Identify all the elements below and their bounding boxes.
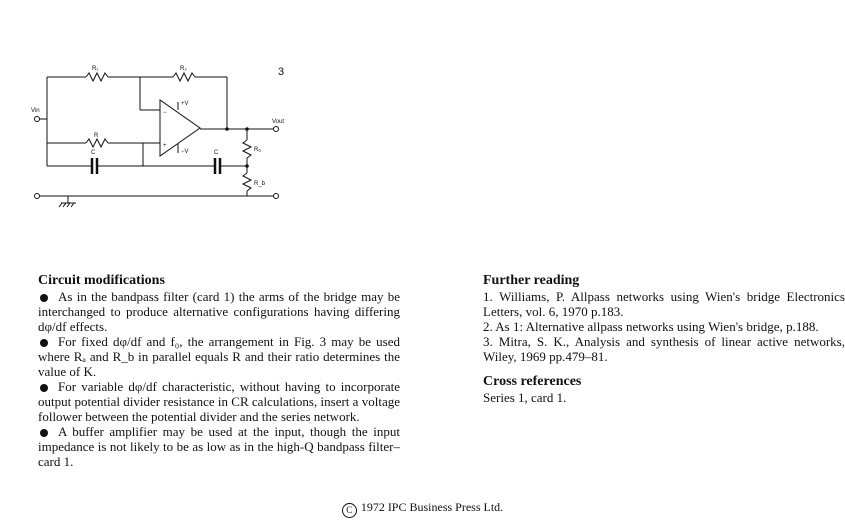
ground-terminal-left bbox=[34, 193, 40, 199]
further-reading-heading: Further reading bbox=[483, 273, 580, 288]
label-opamp-minus: − bbox=[163, 110, 167, 116]
copyright-icon: C bbox=[341, 503, 357, 518]
label-vin: Vin bbox=[31, 108, 40, 114]
bullet-icon bbox=[40, 338, 48, 347]
resistor-r2 bbox=[172, 71, 196, 83]
bullet-icon bbox=[40, 428, 48, 437]
bullet-icon bbox=[40, 383, 48, 392]
circuit-diagram: R₁ R₂ R C C Vin Vout +V −V Rₐ R_b − + 3 bbox=[31, 66, 284, 208]
cross-references-heading: Cross references bbox=[483, 374, 582, 389]
resistor-r bbox=[85, 137, 109, 149]
label-vout: Vout bbox=[272, 119, 284, 125]
label-minus-v: −V bbox=[181, 149, 189, 155]
resistor-r1 bbox=[85, 71, 109, 83]
label-ra: Rₐ bbox=[254, 147, 261, 153]
reference-item: 2. As 1: Alternative allpass networks us… bbox=[483, 319, 819, 334]
resistor-ra bbox=[241, 139, 253, 159]
circuit-modifications-heading: Circuit modifications bbox=[38, 273, 165, 288]
label-c1: C bbox=[91, 150, 96, 156]
label-c2: C bbox=[214, 150, 219, 156]
cross-references-text: Series 1, card 1. bbox=[483, 390, 567, 405]
modification-item: As in the bandpass filter (card 1) the a… bbox=[38, 289, 400, 334]
reference-item: 1. Williams, P. Allpass networks using W… bbox=[483, 289, 845, 319]
ground-terminal-right bbox=[273, 193, 279, 199]
op-amp bbox=[159, 99, 201, 157]
label-r1: R₁ bbox=[92, 66, 98, 72]
bullet-icon bbox=[40, 293, 48, 302]
figure-number: 3 bbox=[278, 66, 284, 78]
copyright-text: 1972 IPC Business Press Ltd. bbox=[360, 500, 504, 514]
label-r: R bbox=[94, 133, 99, 139]
modification-item: A buffer amplifier may be used at the in… bbox=[38, 424, 400, 469]
resistor-rb bbox=[241, 172, 253, 192]
label-plus-v: +V bbox=[181, 101, 189, 107]
circuit-modifications-section: Circuit modifications As in the bandpass… bbox=[38, 273, 400, 469]
modification-item: For variable dφ/df characteristic, witho… bbox=[38, 379, 400, 424]
label-opamp-plus: + bbox=[163, 143, 167, 149]
references-section: Further reading 1. Williams, P. Allpass … bbox=[483, 273, 845, 405]
vin-terminal bbox=[34, 116, 40, 122]
vout-terminal bbox=[273, 126, 279, 132]
label-r2: R₂ bbox=[180, 66, 187, 72]
label-rb: R_b bbox=[254, 181, 266, 187]
modification-item: For fixed dφ/df and f₀, the arrangement … bbox=[38, 334, 400, 379]
reference-item: 3. Mitra, S. K., Analysis and synthesis … bbox=[483, 334, 845, 364]
